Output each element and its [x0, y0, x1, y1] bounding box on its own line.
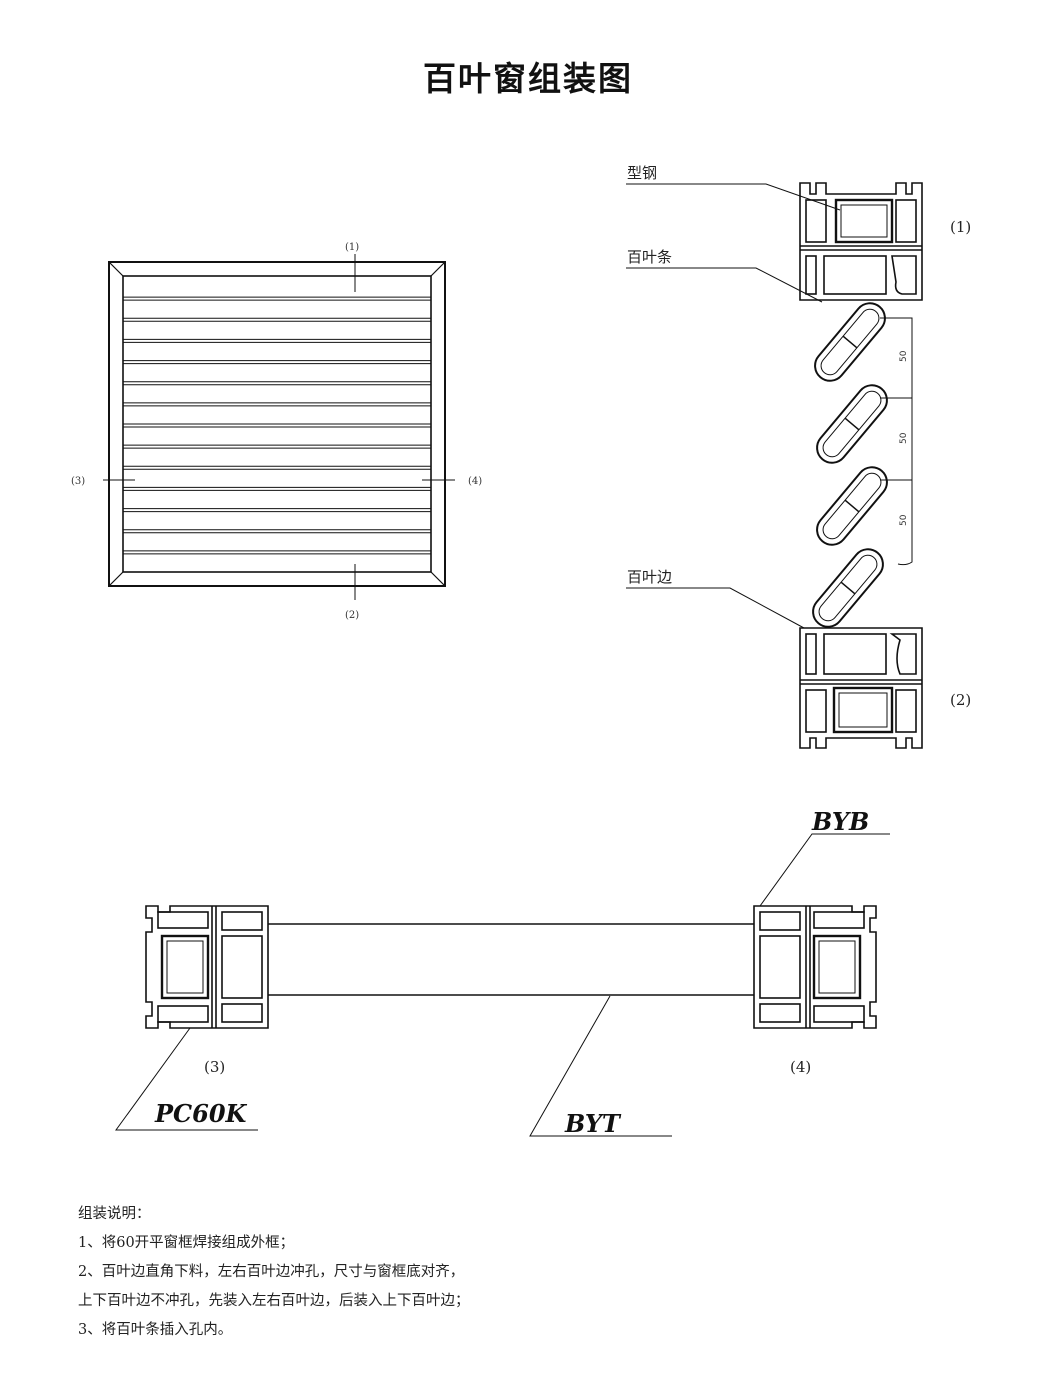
slat-inner	[822, 390, 882, 458]
frame-miter-tr	[430, 261, 446, 277]
note-step-1: 1、将60开平窗框焊接组成外框；	[78, 1235, 295, 1251]
angled-slat	[812, 548, 884, 628]
top-frame-profile	[799, 182, 923, 301]
front-marker-right: (4)	[468, 476, 482, 487]
label-byt: BYT	[564, 1109, 622, 1138]
frame-miter-bl	[108, 571, 124, 587]
steel-leader	[626, 183, 841, 211]
assembly-notes: 组装说明： 1、将60开平窗框焊接组成外框； 2、百叶边直角下料，左右百叶边冲孔…	[78, 1200, 470, 1345]
horizontal-section	[115, 833, 890, 1137]
slat-outer	[816, 466, 888, 546]
label-pc60k: PC60K	[154, 1099, 248, 1128]
front-view	[103, 254, 455, 600]
front-marker-left: (3)	[71, 476, 85, 487]
byt-leader	[529, 995, 672, 1137]
dimension-label-1: 50	[899, 350, 909, 362]
frame-miter-tl	[108, 261, 124, 277]
angled-slat	[814, 302, 886, 382]
label-slat: 百叶条	[627, 248, 672, 266]
horizontal-marker-right: (4)	[790, 1058, 811, 1076]
slat-web	[844, 417, 860, 431]
slat-inner	[820, 308, 880, 376]
note-step-2-cont: 上下百叶边不冲孔，先装入左右百叶边，后装入上下百叶边；	[78, 1293, 470, 1309]
slat-web	[844, 499, 860, 513]
front-marker-bottom: (2)	[345, 610, 359, 621]
left-frame-profile	[145, 905, 269, 1029]
slat-outer	[814, 302, 886, 382]
note-step-2: 2、百叶边直角下料，左右百叶边冲孔，尺寸与窗框底对齐，	[78, 1264, 465, 1280]
label-byb: BYB	[811, 807, 869, 836]
label-steel: 型钢	[627, 164, 657, 182]
angled-slat-sections	[812, 302, 888, 628]
slat-inner	[822, 472, 882, 540]
page-title: 百叶窗组装图	[423, 59, 633, 98]
slat-web	[842, 335, 858, 349]
slat-leader	[626, 267, 823, 303]
notes-heading: 组装说明：	[78, 1206, 151, 1222]
horizontal-marker-left: (3)	[204, 1058, 225, 1076]
vertical-section	[626, 182, 923, 749]
slat-web	[840, 581, 856, 595]
angled-slat	[816, 466, 888, 546]
bottom-frame-profile	[799, 627, 923, 749]
byb-leader	[759, 833, 890, 907]
angled-slat	[816, 384, 888, 464]
dimension-label-2: 50	[899, 432, 909, 444]
frame-miter-br	[430, 571, 446, 587]
outer-frame	[108, 261, 446, 587]
slat-outer	[812, 548, 884, 628]
section-marker-top: (1)	[950, 218, 971, 236]
edge-leader	[626, 587, 805, 629]
right-frame-profile	[753, 905, 877, 1029]
dimension-label-3: 50	[899, 514, 909, 526]
pc60k-leader	[115, 1027, 258, 1131]
slat-outer	[816, 384, 888, 464]
slat-inner	[818, 554, 878, 622]
front-marker-top: (1)	[345, 242, 359, 253]
note-step-3: 3、将百叶条插入孔内。	[78, 1322, 233, 1338]
dimension-line	[880, 317, 913, 566]
section-marker-bottom: (2)	[950, 691, 971, 709]
label-edge: 百叶边	[627, 568, 672, 586]
louver-slats	[123, 296, 431, 555]
